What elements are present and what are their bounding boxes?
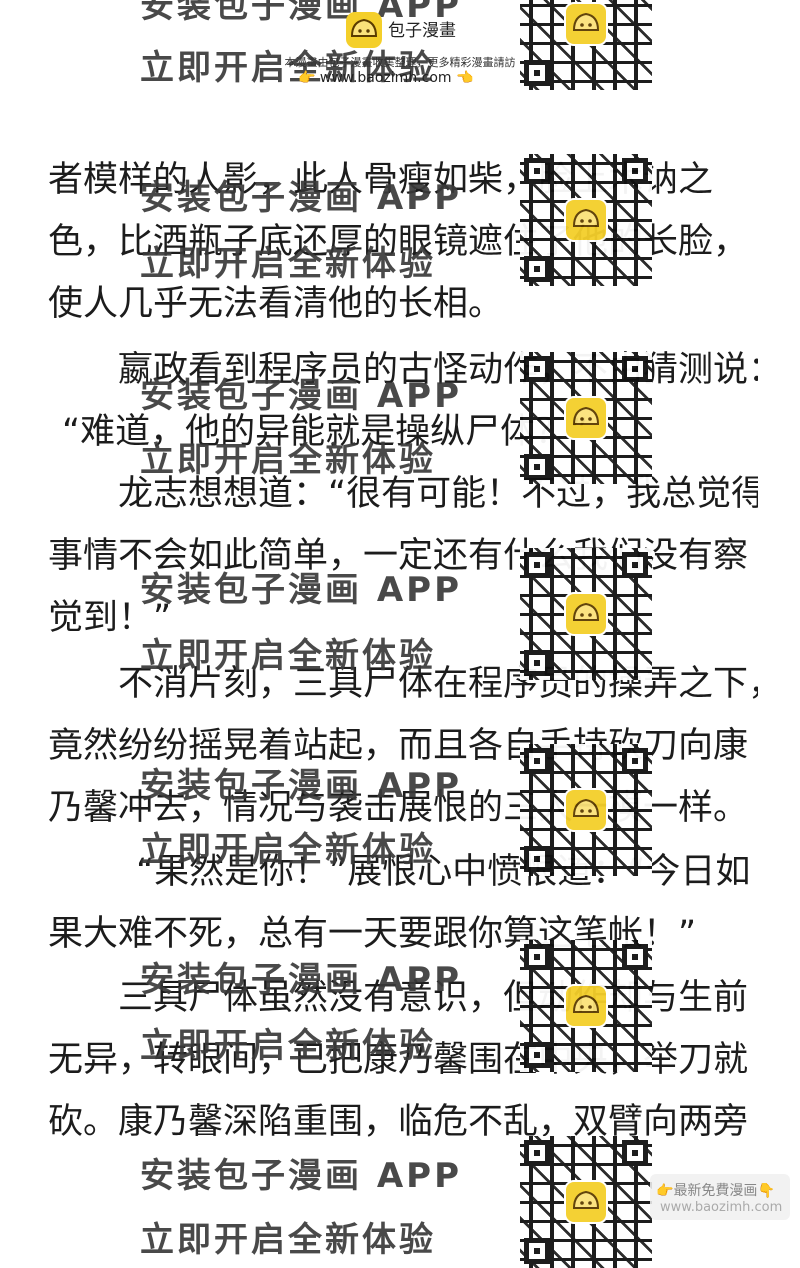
pointing-right-hand-icon: 👉 <box>298 70 316 86</box>
pointing-down-hand-icon: 👇 <box>757 1183 775 1199</box>
article-line: 砍。康乃馨深陷重围，临危不乱，双臂向两旁 <box>48 1102 749 1142</box>
article-line: 乃馨冲去，情况与袭击展恨的三人一模一样。 <box>48 788 749 828</box>
logo-url-row[interactable]: 👉 www.baozimh.com 👈 <box>298 70 518 90</box>
article-line: 觉到！” <box>48 598 172 638</box>
article-line: 不消片刻，三具尸体在程序员的操弄之下， <box>118 664 758 704</box>
logo-url[interactable]: www.baozimh.com <box>319 70 452 86</box>
article-line: 事情不会如此简单，一定还有什么我们没有察 <box>48 536 749 576</box>
article-line: “果然是你！”展恨心中愤恨道：“今日如 <box>136 852 751 892</box>
promo-label: 最新免費漫画 <box>673 1183 758 1199</box>
article-line: 色，比酒瓶子底还厚的眼镜遮住了他的长脸， <box>48 222 749 262</box>
article-line: 三具尸体虽然没有意识，但动作却与生前 <box>118 978 749 1018</box>
article-line: 嬴政看到程序员的古怪动作，不由猜测说： <box>118 350 758 390</box>
article-line: 无异，转眼间，已把康乃馨围在中央，举刀就 <box>48 1040 749 1080</box>
promo-text-row: 👉最新免費漫画👇 <box>656 1180 775 1200</box>
logo-name: 包子漫畫 <box>388 21 456 41</box>
pointing-right-hand-icon: 👉 <box>656 1183 674 1199</box>
article-line: 者模样的人影，此人骨瘦如柴，脸上木讷之 <box>48 160 714 200</box>
site-logo-banner[interactable]: 包子漫畫 本漫畫由包子漫畫收集整理，更多精彩漫畫請訪 👉 www.baozimh… <box>280 10 520 90</box>
promo-url[interactable]: www.baozimh.com <box>660 1200 783 1215</box>
article-line: “难道，他的异能就是操纵尸体？” <box>62 412 589 452</box>
logo-tagline: 本漫畫由包子漫畫收集整理，更多精彩漫畫請訪 <box>284 56 516 69</box>
pointing-left-hand-icon: 👈 <box>456 70 474 86</box>
article-body: 者模样的人影，此人骨瘦如柴，脸上木讷之 色，比酒瓶子底还厚的眼镜遮住了他的长脸，… <box>48 160 758 1142</box>
article-line: 果大难不死，总有一天要跟你算这笔帐！” <box>48 914 697 954</box>
free-comics-badge[interactable]: 👉最新免費漫画👇 www.baozimh.com <box>650 1174 790 1220</box>
article-line: 使人几乎无法看清他的长相。 <box>48 284 504 324</box>
article-line: 龙志想想道：“很有可能！不过，我总觉得 <box>118 474 758 514</box>
bun-logo-icon <box>346 12 382 48</box>
article-line: 竟然纷纷摇晃着站起，而且各自手持砍刀向康 <box>48 726 749 766</box>
